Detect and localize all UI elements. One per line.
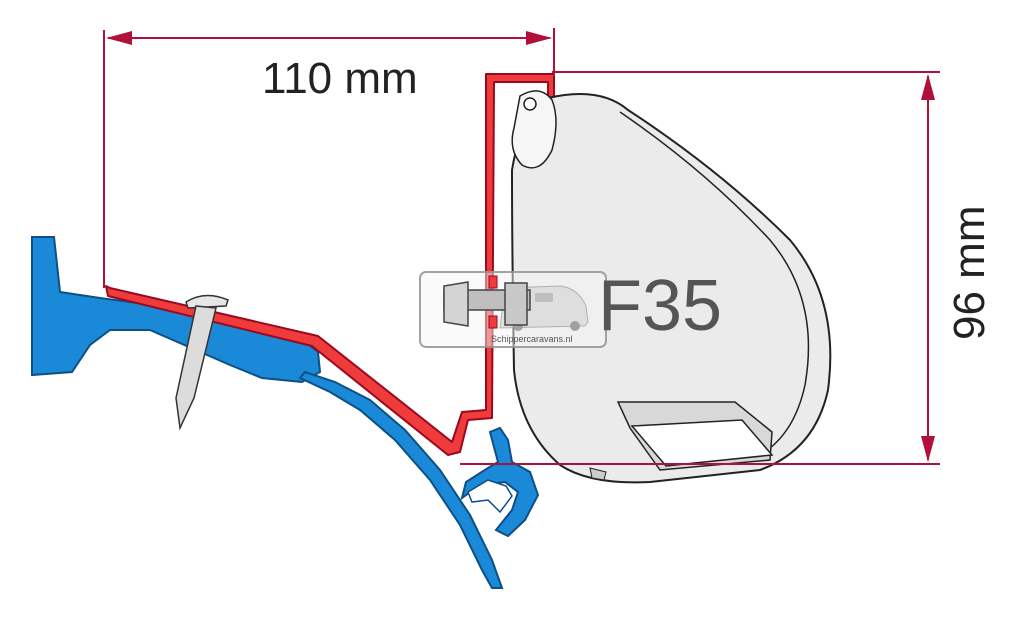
awning-cassette (510, 90, 832, 484)
height-dimension (460, 71, 940, 465)
awning-inner-curve (619, 111, 810, 463)
screw-shaft (175, 305, 217, 431)
vehicle-side-panel (298, 370, 504, 589)
watermark-text: Schippercaravans.nl (491, 334, 573, 344)
awning-handle-inner (630, 419, 774, 467)
awning-hook-hole (523, 97, 537, 111)
height-label: 96 mm (945, 206, 994, 340)
awning-hook (511, 90, 557, 169)
camper-van-window (535, 293, 553, 302)
fixing-screw (175, 294, 229, 431)
height-arrow-bottom (921, 436, 935, 462)
height-arrow-top (921, 74, 935, 100)
adapter-bracket (105, 73, 555, 456)
width-dimension (103, 28, 555, 288)
bracket-hole-top (488, 275, 498, 289)
bracket-profile (105, 73, 555, 456)
awning-body (510, 93, 832, 484)
bolt-nut (504, 282, 528, 326)
model-label: F35 (598, 266, 722, 346)
bolt-head (443, 281, 469, 327)
vehicle-drip-rail (460, 426, 540, 538)
screw-head (185, 294, 229, 309)
width-arrow-left (106, 31, 132, 45)
width-arrow-right (526, 31, 552, 45)
camper-van-wheel-front (570, 321, 580, 331)
awning-bottom-tab (589, 467, 607, 481)
bolt-assembly (443, 275, 531, 329)
vehicle-clip-inner (467, 479, 513, 514)
bracket-hole-bottom (488, 315, 498, 329)
width-label: 110 mm (262, 54, 418, 103)
